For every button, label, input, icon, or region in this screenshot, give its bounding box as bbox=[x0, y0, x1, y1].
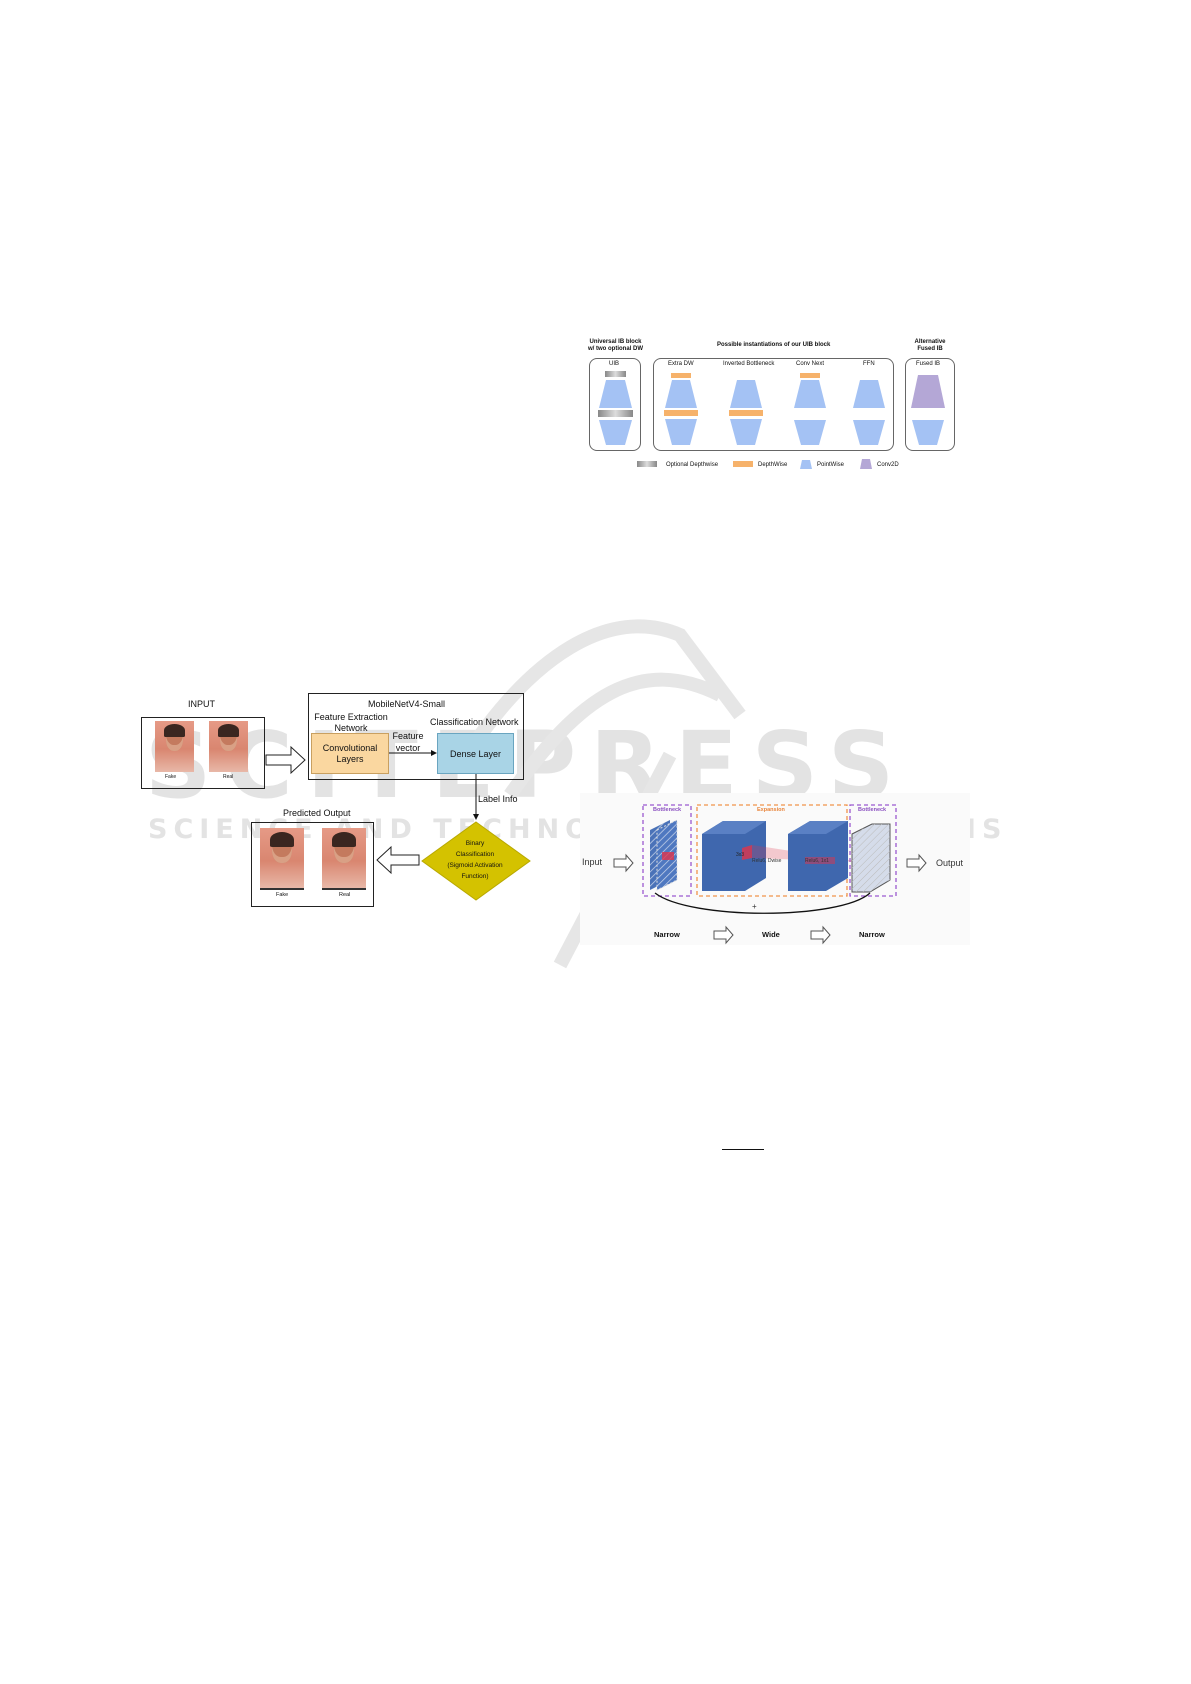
pointwise-shape bbox=[730, 380, 762, 408]
legend-optional-depthwise: Optional Depthwise bbox=[666, 462, 719, 468]
instantiations-box bbox=[653, 358, 894, 451]
bottleneck-diagram bbox=[613, 804, 927, 945]
legend-depthwise: DepthWise bbox=[758, 462, 788, 468]
residual-connection bbox=[654, 892, 871, 914]
legend-optional-swatch bbox=[637, 461, 657, 467]
pointwise-shape bbox=[730, 419, 762, 445]
title-line: w/ two optional DW bbox=[588, 346, 643, 352]
optional-dw-bar bbox=[605, 371, 626, 377]
pointwise-shape bbox=[853, 420, 885, 445]
bottleneck-right-label: Bottleneck bbox=[858, 807, 887, 813]
output-label: Output bbox=[936, 858, 964, 868]
model-title: MobileNetV4-Small bbox=[368, 699, 446, 709]
uib-title-right: Alternative Fused IB bbox=[905, 339, 955, 353]
stage-arrow-icon bbox=[810, 925, 831, 945]
text-line: Function) bbox=[461, 873, 489, 880]
text-line: (Sigmoid Activation bbox=[447, 862, 503, 869]
input-label: INPUT bbox=[188, 699, 215, 709]
left-arrow-icon bbox=[376, 845, 420, 875]
output-arrow-icon bbox=[906, 853, 927, 873]
output-caption-fake: Fake bbox=[276, 892, 289, 898]
input-label: Input bbox=[582, 857, 603, 867]
pointwise-shape bbox=[794, 380, 826, 408]
pointwise-shape bbox=[599, 420, 632, 445]
right-arrow-icon bbox=[265, 745, 306, 775]
depthwise-bar bbox=[729, 410, 763, 416]
predicted-output-box bbox=[251, 822, 374, 907]
pointwise-shape bbox=[853, 380, 885, 408]
legend-pointwise-swatch bbox=[800, 460, 812, 469]
bottleneck-right-box bbox=[849, 804, 897, 897]
feature-vector-label: Feature vector bbox=[392, 731, 424, 753]
block-label-ffn: FFN bbox=[863, 361, 875, 367]
optional-dw-bar bbox=[598, 410, 633, 417]
legend-conv2d: Conv2D bbox=[877, 462, 899, 468]
text-line: Binary bbox=[465, 840, 485, 847]
expansion-box bbox=[696, 804, 848, 897]
output-caption-real: Real bbox=[339, 892, 351, 898]
stage-wide: Wide bbox=[762, 930, 780, 939]
fused-ib-box bbox=[905, 358, 955, 451]
output-image-fake bbox=[260, 828, 304, 890]
uib-title-left: Universal IB block w/ two optional DW bbox=[588, 339, 643, 353]
legend-pointwise: PointWise bbox=[817, 462, 845, 468]
uib-diagram-shapes bbox=[598, 371, 945, 469]
legend-conv2d-swatch bbox=[860, 459, 872, 469]
binary-classification-diamond bbox=[421, 821, 531, 901]
stage-arrow-icon bbox=[713, 925, 734, 945]
pointwise-shape bbox=[665, 380, 697, 408]
pointwise-shape bbox=[665, 419, 697, 445]
input-caption-fake: Fake bbox=[165, 774, 177, 780]
output-image-real bbox=[322, 828, 366, 890]
uib-title-middle: Possible instantiations of our UIB block bbox=[717, 342, 831, 348]
expansion-label: Expansion bbox=[757, 807, 785, 813]
pointwise-shape bbox=[599, 380, 632, 408]
depthwise-bar bbox=[800, 373, 820, 378]
block-label-conv-next: Conv Next bbox=[796, 361, 825, 367]
bottleneck-left-label: Bottleneck bbox=[653, 807, 682, 813]
title-line: Universal IB block bbox=[589, 339, 642, 345]
block-label-extra-dw: Extra DW bbox=[668, 361, 694, 367]
dense-layer-box: Dense Layer bbox=[437, 733, 514, 774]
input-image-fake bbox=[155, 721, 194, 772]
block-label-fused-ib: Fused IB bbox=[916, 361, 941, 367]
stage-narrow-1: Narrow bbox=[654, 930, 680, 939]
title-line: Fused IB bbox=[917, 346, 943, 352]
depthwise-bar bbox=[664, 410, 698, 416]
convolutional-layers-box: Convolutional Layers bbox=[311, 733, 389, 774]
uib-block-box bbox=[589, 358, 641, 451]
input-images-box bbox=[141, 717, 265, 789]
binary-classification-label: Binary Classification (Sigmoid Activatio… bbox=[438, 838, 512, 882]
kernel-label: 3x3 bbox=[736, 852, 745, 858]
classification-network-label: Classification Network bbox=[430, 717, 519, 727]
plus-sign: + bbox=[752, 902, 757, 911]
dwise-label: Relu6, Dwise bbox=[752, 858, 782, 864]
fraction-rule bbox=[722, 1149, 764, 1150]
predicted-output-label: Predicted Output bbox=[283, 808, 351, 818]
block-label-inverted-bottleneck: Inverted Bottleneck bbox=[723, 361, 775, 367]
block-label-uib: UIB bbox=[609, 361, 620, 367]
figure-background bbox=[580, 793, 970, 945]
feature-extraction-label: Feature Extraction Network bbox=[314, 712, 388, 733]
input-caption-real: Real bbox=[223, 774, 234, 780]
label-info: Label Info bbox=[478, 794, 518, 804]
pointwise-shape bbox=[912, 420, 944, 445]
input-image-real bbox=[209, 721, 248, 772]
arrow-right-icon bbox=[389, 750, 437, 756]
depthwise-bar bbox=[671, 373, 691, 378]
wide-tensor-1 bbox=[702, 821, 766, 891]
mobilenet-box bbox=[308, 693, 524, 780]
stage-narrow-2: Narrow bbox=[859, 930, 885, 939]
arrow-down-icon bbox=[473, 774, 479, 820]
conv2d-shape bbox=[911, 375, 945, 408]
pointwise-shape bbox=[794, 420, 826, 445]
legend-depthwise-swatch bbox=[733, 461, 753, 467]
bottleneck-left-box bbox=[642, 804, 692, 897]
wide-tensor-2 bbox=[788, 821, 848, 891]
input-arrow-icon bbox=[613, 853, 634, 873]
title-line: Alternative bbox=[914, 339, 946, 345]
text-line: Classification bbox=[455, 851, 495, 858]
pointwise-label: Relu6, 1x1 bbox=[805, 858, 829, 864]
